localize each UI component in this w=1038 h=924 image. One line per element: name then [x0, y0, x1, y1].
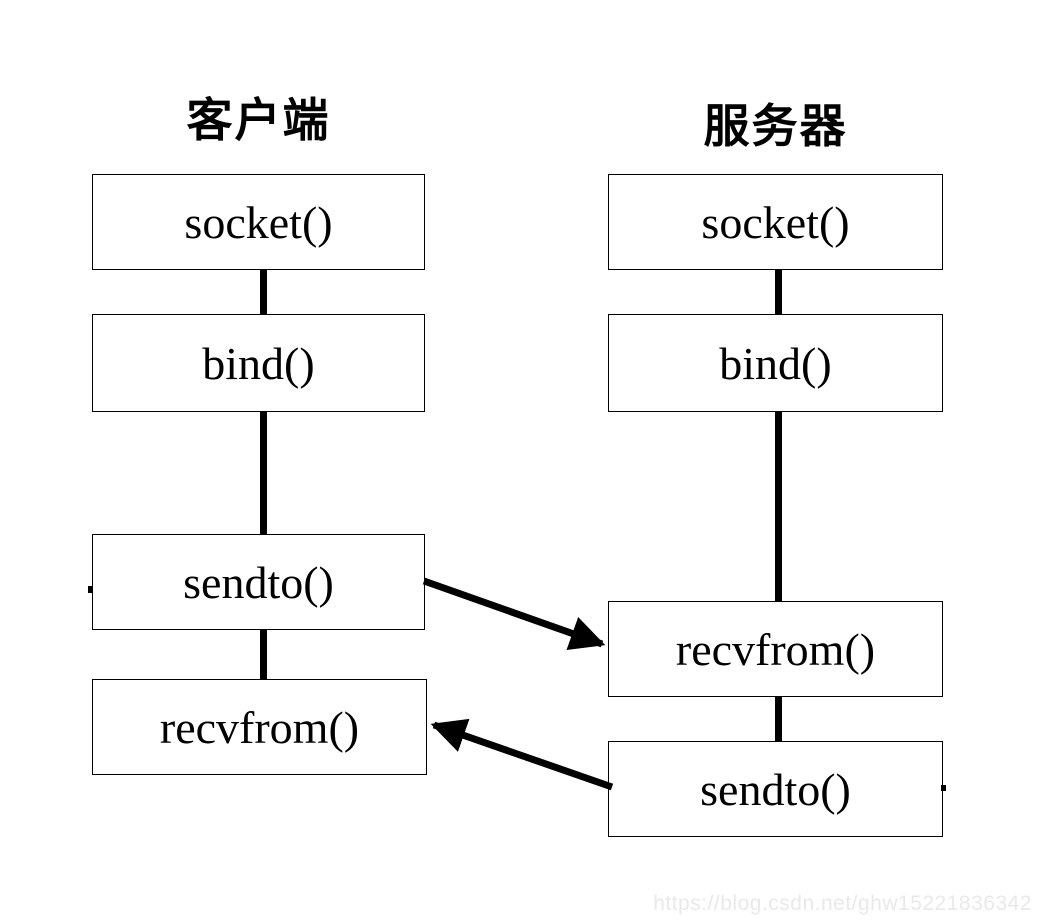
server-column-title: 服务器 — [703, 100, 848, 152]
server-connector-recvfrom-sendto — [775, 695, 782, 745]
client-bind-label: bind() — [202, 337, 315, 389]
server-bind-label: bind() — [719, 337, 832, 389]
stray-ink-mark — [941, 785, 946, 791]
server-connector-socket-bind — [775, 268, 782, 318]
client-sendto-label: sendto() — [183, 556, 334, 608]
client-column-title: 客户端 — [186, 94, 331, 146]
server-sendto-box: sendto() — [608, 741, 943, 837]
csdn-watermark: https://blog.csdn.net/ghw15221836342 — [653, 892, 1032, 915]
arrow-client-sendto-to-server-recvfrom — [422, 577, 606, 650]
server-recvfrom-box: recvfrom() — [608, 601, 943, 697]
client-recvfrom-label: recvfrom() — [159, 701, 360, 753]
arrow-server-sendto-to-client-recvfrom — [430, 718, 614, 791]
client-socket-label: socket() — [184, 196, 333, 248]
client-bind-box: bind() — [92, 314, 425, 412]
server-bind-box: bind() — [608, 314, 943, 412]
client-connector-bind-sendto — [260, 410, 267, 538]
client-socket-box: socket() — [92, 174, 425, 270]
client-connector-socket-bind — [260, 268, 267, 318]
server-socket-label: socket() — [701, 196, 850, 248]
server-sendto-label: sendto() — [700, 763, 851, 815]
client-connector-sendto-recvfrom — [260, 628, 267, 683]
client-sendto-box: sendto() — [92, 534, 425, 630]
client-recvfrom-box: recvfrom() — [92, 679, 427, 775]
server-connector-bind-recvfrom — [775, 410, 782, 605]
server-socket-box: socket() — [608, 174, 943, 270]
stray-ink-mark — [88, 586, 92, 593]
server-recvfrom-label: recvfrom() — [675, 623, 876, 675]
